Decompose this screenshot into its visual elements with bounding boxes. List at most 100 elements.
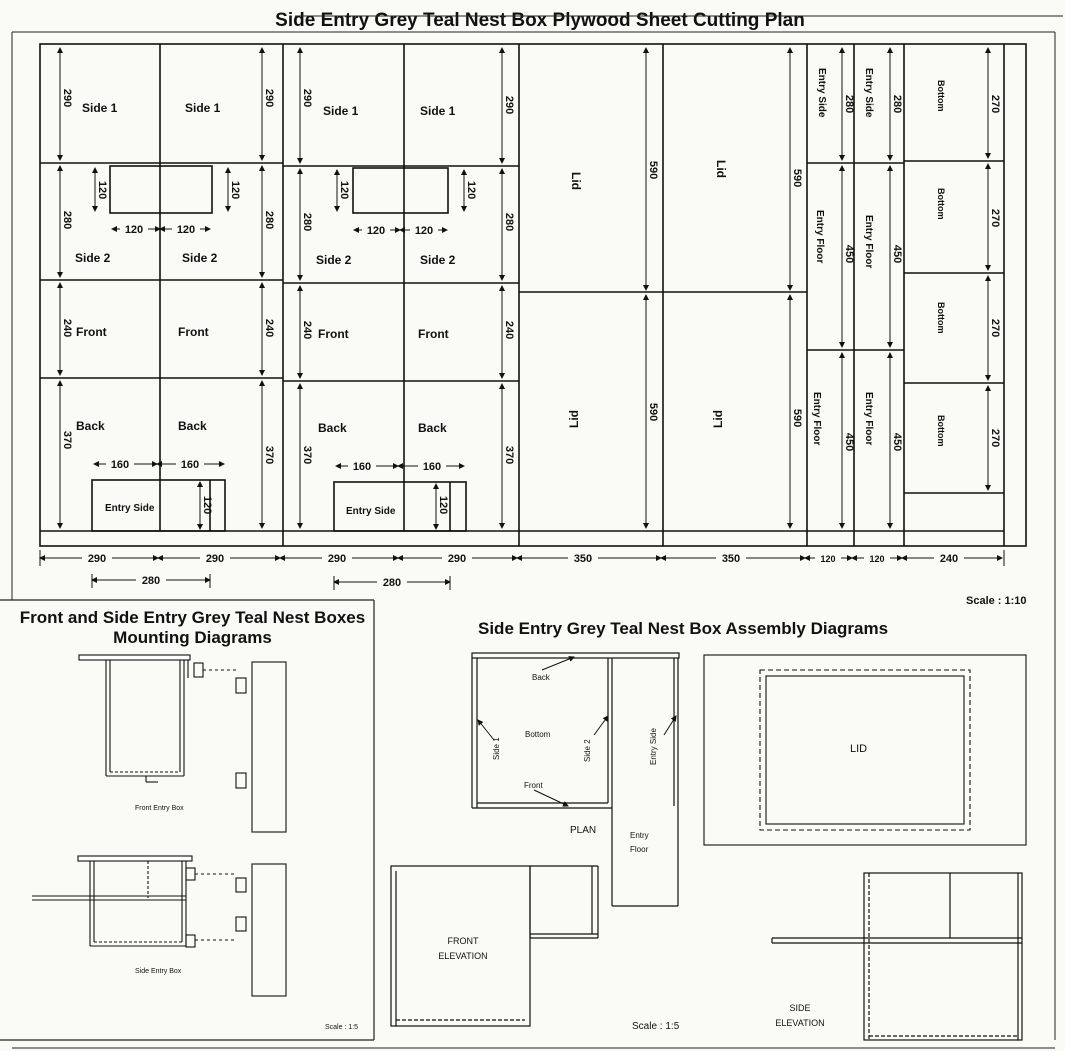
cutting-plan-dimension-values: 290 280 240 370 120 120 290 280 240 370 …: [61, 89, 1001, 514]
assembly-lid-drawing: [703, 654, 1027, 846]
cutting-plan-part-labels: Side 1 Side 1 Side 1 Side 1 Side 2 Side …: [75, 68, 946, 517]
dim-label-bg: [568, 551, 598, 565]
horizontal-dimension-lines: [39, 226, 1003, 585]
dim-270: 270: [989, 429, 1001, 447]
dim-280: 280: [142, 575, 160, 587]
dim-120: 120: [869, 554, 884, 564]
assembly-side-elevation-drawing: [771, 872, 1023, 1041]
part-label-side1: Side 1: [323, 104, 359, 118]
label-back: Back: [532, 673, 551, 682]
mounting-title: Front and Side Entry Grey Teal Nest Boxe…: [10, 608, 375, 648]
dim-370: 370: [61, 431, 73, 449]
assembly-plan-drawing: [471, 652, 680, 907]
part-label-front: Front: [318, 327, 349, 341]
part-label-bottom: Bottom: [936, 188, 946, 220]
label-plan: PLAN: [570, 825, 596, 836]
dim-450: 450: [891, 245, 903, 263]
dim-160: 160: [181, 459, 199, 471]
label-side-elevation-line1: SIDE: [789, 1003, 810, 1013]
part-label-back: Back: [76, 419, 105, 433]
part-label-front: Front: [76, 325, 107, 339]
dim-450: 450: [843, 245, 855, 263]
dim-240: 240: [940, 553, 958, 565]
dim-590: 590: [647, 403, 659, 421]
mounting-title-line2: Mounting Diagrams: [113, 628, 272, 647]
dim-370: 370: [503, 446, 515, 464]
dim-label-bg: [716, 551, 746, 565]
dim-120: 120: [177, 224, 195, 236]
mounting-diagrams: Front Entry Box Side Entry Box Scale : 1…: [0, 599, 375, 1041]
part-label-lid: Lid: [569, 172, 583, 190]
dim-290: 290: [503, 96, 515, 114]
dim-240: 240: [503, 321, 515, 339]
label-side2: Side 2: [583, 739, 592, 762]
page-frame: [11, 15, 1063, 1049]
dim-label-bg: [348, 459, 376, 473]
dim-label-bg: [172, 222, 200, 236]
dim-label-bg: [864, 551, 890, 565]
dim-270: 270: [989, 95, 1001, 113]
assembly-scale: Scale : 1:5: [632, 1021, 680, 1032]
label-lid: LID: [850, 743, 867, 755]
part-label-front: Front: [418, 327, 449, 341]
label-front-elevation-line1: FRONT: [448, 936, 479, 946]
dim-350: 350: [722, 553, 740, 565]
dim-160: 160: [423, 461, 441, 473]
dim-280: 280: [61, 211, 73, 229]
part-label-entry-floor: Entry Floor: [811, 392, 822, 445]
dim-590: 590: [791, 409, 803, 427]
dim-450: 450: [843, 433, 855, 451]
dim-290: 290: [88, 553, 106, 565]
part-label-entry-floor: Entry Floor: [863, 392, 874, 445]
dim-120: 120: [437, 496, 449, 514]
part-label-entry-side: Entry Side: [863, 68, 874, 118]
dim-120: 120: [201, 496, 213, 514]
dim-270: 270: [989, 319, 1001, 337]
part-label-lid: Lid: [567, 410, 581, 428]
dim-290: 290: [206, 553, 224, 565]
page-title: Side Entry Grey Teal Nest Box Plywood Sh…: [275, 10, 805, 31]
part-label-back: Back: [178, 419, 207, 433]
label-bottom: Bottom: [525, 730, 551, 739]
dim-label-bg: [82, 551, 112, 565]
part-label-entry-side: Entry Side: [346, 506, 396, 517]
part-label-side1: Side 1: [82, 101, 118, 115]
part-label-bottom: Bottom: [936, 80, 946, 112]
part-label-side1: Side 1: [420, 104, 456, 118]
dim-120: 120: [465, 181, 477, 199]
dim-120: 120: [338, 181, 350, 199]
dim-290: 290: [301, 89, 313, 107]
dim-290: 290: [328, 553, 346, 565]
dim-280: 280: [383, 577, 401, 589]
dim-120: 120: [96, 181, 108, 199]
dim-290: 290: [448, 553, 466, 565]
dim-label-bg: [934, 551, 964, 565]
mounting-panel-frame: [0, 599, 375, 1041]
dim-280: 280: [301, 213, 313, 231]
part-label-entry-side: Entry Side: [105, 503, 155, 514]
dim-280: 280: [263, 211, 275, 229]
assembly-plan-labels: Back Bottom Side 1 Side 2 Entry Side Fro…: [492, 673, 658, 854]
cutting-plan-grid: [39, 43, 1027, 547]
part-label-lid: Lid: [714, 160, 728, 178]
dim-270: 270: [989, 209, 1001, 227]
dim-label-bg: [136, 573, 166, 587]
dimension-extension-ticks: [39, 550, 1005, 590]
cutting-plan-scale: Scale : 1:10: [966, 595, 1027, 607]
dim-label-bg: [362, 223, 390, 237]
mounting-title-line1: Front and Side Entry Grey Teal Nest Boxe…: [19, 608, 366, 627]
label-side-elevation-line2: ELEVATION: [775, 1018, 824, 1028]
dim-370: 370: [263, 446, 275, 464]
label-side1: Side 1: [492, 737, 501, 760]
dim-label-bg: [410, 223, 438, 237]
dim-120: 120: [820, 554, 835, 564]
dim-160: 160: [353, 461, 371, 473]
side-entry-box-caption: Side Entry Box: [135, 968, 182, 975]
dim-120: 120: [229, 181, 241, 199]
front-entry-box-drawing: [78, 654, 287, 833]
part-label-entry-floor: Entry Floor: [814, 210, 825, 263]
dim-label-bg: [418, 459, 446, 473]
vertical-dimension-lines: [57, 47, 991, 530]
dim-280: 280: [843, 95, 855, 113]
